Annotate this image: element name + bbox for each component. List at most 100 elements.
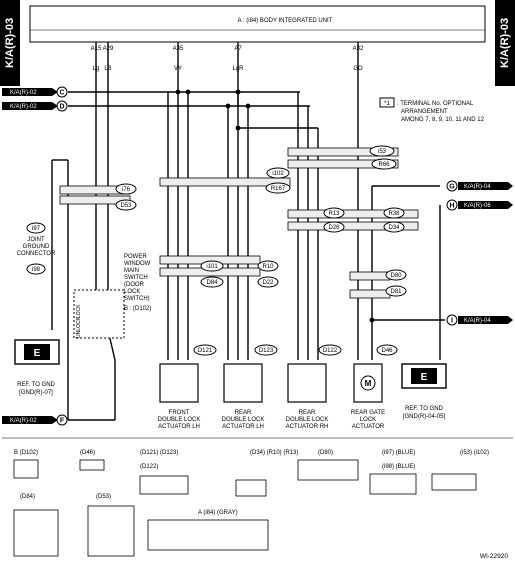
switch-conn-label: B : (D102): [124, 306, 151, 312]
conn-d53: D53: [120, 203, 132, 209]
face-d53: (D53): [96, 494, 111, 500]
act-3-l1: REAR GATE: [351, 410, 385, 416]
conn-r10: R10: [262, 264, 274, 270]
ref-c-letter: C: [59, 90, 64, 97]
connector-faces: B (D102) (D46) (D121) (D123) (D122) (D34…: [14, 450, 489, 516]
face-d34-r10-r13: (D34) (R10) (R13): [250, 450, 298, 456]
unit-label: A : (i84) BODY INTEGRATED UNIT: [238, 18, 333, 24]
conn-r13: R13: [328, 211, 340, 217]
act-0-l2: DOUBLE LOCK: [158, 417, 201, 423]
ref-g-code: K/A(R)-04: [464, 184, 491, 190]
switch-unlock-label: UNLOCK: [76, 316, 82, 338]
switch-title-4: SWITCH: [124, 275, 148, 281]
switch-title-2: WINDOW: [124, 261, 151, 267]
actuator-labels: FRONT DOUBLE LOCK ACTUATOR LH REAR DOUBL…: [158, 410, 385, 430]
unit-pins: A15 A29 A35 A7 A32 Lg LB VY LgR GO: [91, 46, 364, 72]
conn-d34: D34: [388, 225, 400, 231]
face-i53-i102: (i53) (i102): [460, 450, 489, 456]
note-line-2: ARRANGEMENT: [401, 109, 448, 115]
face-d80: (D80): [318, 450, 333, 456]
conn-r66: R66: [378, 162, 390, 168]
act-2-l2: DOUBLE LOCK: [286, 417, 329, 423]
conn-d46: D46: [381, 348, 393, 354]
joint-ground-connector: JOINT GROUND CONNECTOR: [17, 237, 56, 257]
ref-f[interactable]: K/A(R)-02 F: [2, 414, 68, 426]
power-window-main-switch: LOCK UNLOCK POWER WINDOW MAIN SWITCH (DO…: [73, 254, 151, 339]
body-integrated-unit: [29, 5, 486, 43]
figure-id: WI-22920: [480, 553, 509, 560]
face-d46: (D46): [80, 450, 95, 456]
jgc-line-1: JOINT: [27, 237, 45, 243]
ref-h-letter: H: [449, 203, 454, 210]
connector-bands: [59, 147, 419, 299]
note-line-3: AMONG 7, 8, 9, 10, 11 AND 12: [401, 117, 485, 123]
ref-i[interactable]: I K/A(R)-04: [446, 314, 513, 326]
face-b-d102: B (D102): [14, 450, 38, 456]
ref-c-code: K/A(R)-02: [10, 90, 37, 96]
conn-i98: i98: [32, 267, 41, 273]
ref-i-code: K/A(R)-04: [464, 318, 491, 324]
conn-d123: D123: [259, 348, 274, 354]
ref-d-code: K/A(R)-02: [10, 104, 37, 110]
face-i97: (i97) (BLUE): [382, 450, 415, 456]
conn-i53: i53: [378, 149, 387, 155]
ref-d[interactable]: K/A(R)-02 D: [2, 100, 68, 112]
motor-icon: [360, 375, 376, 391]
ref-c[interactable]: K/A(R)-02 C: [2, 86, 68, 98]
switch-title-1: POWER: [124, 254, 147, 260]
conn-d122: D122: [323, 348, 338, 354]
face-d121-d123: (D121) (D123): [140, 450, 178, 456]
act-3-l3: ACTUATOR: [352, 424, 385, 430]
ground-right-symbol: E: [421, 372, 428, 383]
ground-right-ref-1: REF. TO GND: [405, 406, 443, 412]
face-i98: (i98) (BLUE): [382, 464, 415, 470]
conn-d80: D80: [390, 273, 402, 279]
conn-d22: D22: [262, 280, 274, 286]
act-2-l3: ACTUATOR RH: [286, 424, 329, 430]
conn-i97: i97: [32, 226, 41, 232]
conn-d84: D84: [206, 280, 218, 286]
terminal-note: *1 : TERMINAL No. OPTIONAL ARRANGEMENT A…: [379, 97, 485, 123]
actuator-front-lh: [159, 363, 199, 403]
act-1-l2: DOUBLE LOCK: [222, 417, 265, 423]
switch-title-7: SWITCH): [124, 296, 150, 302]
ground-left-ref-1: REF. TO GND: [17, 382, 55, 388]
actuator-rear-lh: [223, 363, 263, 403]
act-1-l1: REAR: [235, 410, 252, 416]
ref-h[interactable]: H K/A(R)-06: [446, 199, 513, 211]
actuator-boxes: [159, 363, 383, 403]
switch-title-6: LOCK: [124, 289, 140, 295]
junctions: [175, 89, 375, 323]
switch-title-3: MAIN: [124, 268, 139, 274]
jgc-line-2: GROUND: [23, 244, 50, 250]
jgc-line-3: CONNECTOR: [17, 251, 56, 257]
face-i84-gray: A (i84) (GRAY): [198, 510, 238, 516]
conn-d81: D81: [390, 289, 402, 295]
motor-symbol: M: [365, 379, 372, 388]
ground-right-ref-2: [GND(R)-04-05]: [403, 414, 446, 420]
act-2-l1: REAR: [299, 410, 316, 416]
conn-r38: R38: [388, 211, 400, 217]
ground-left-ref-2: [GND(R)-07]: [19, 390, 53, 396]
conn-d121: D121: [198, 348, 213, 354]
connector-face-grids: [13, 459, 477, 557]
switch-title-5: (DOOR: [124, 282, 145, 288]
note-marker: *1: [384, 101, 390, 107]
ref-g-letter: G: [449, 184, 455, 191]
conn-i102: i102: [272, 171, 284, 177]
ref-f-code: K/A(R)-02: [10, 418, 37, 424]
ground-right: E REF. TO GND [GND(R)-04-05]: [401, 363, 447, 420]
conn-i76: i76: [122, 187, 131, 193]
ref-g[interactable]: G K/A(R)-04: [446, 180, 513, 192]
ground-left: E REF. TO GND [GND(R)-07]: [14, 339, 60, 396]
act-1-l3: ACTUATOR LH: [222, 424, 264, 430]
actuator-rear-rh: [287, 363, 327, 403]
connector-labels: i53 R66 i76 D53 i102 R167 R13 D26 R38 D3…: [26, 145, 407, 356]
ref-i-letter: I: [451, 318, 453, 325]
act-0-l3: ACTUATOR LH: [158, 424, 200, 430]
conn-i101: i101: [206, 264, 218, 270]
act-3-l2: LOCK: [360, 417, 376, 423]
conn-r167: R167: [271, 186, 286, 192]
ref-h-code: K/A(R)-06: [464, 203, 491, 209]
